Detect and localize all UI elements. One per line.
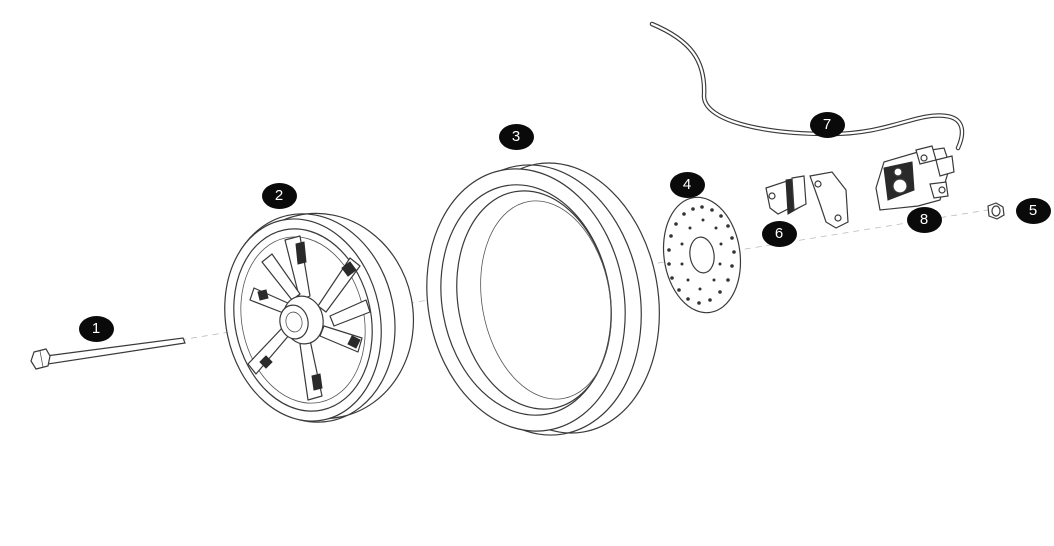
brake-line	[649, 21, 965, 151]
axle-nut	[987, 202, 1005, 220]
callout-3[interactable]: 3	[498, 124, 534, 150]
callout-7[interactable]: 7	[809, 112, 845, 138]
tire	[426, 162, 660, 436]
brake-pads	[765, 175, 807, 215]
callout-6[interactable]: 6	[761, 221, 797, 247]
brake-disc	[662, 196, 742, 314]
callout-1[interactable]: 1	[78, 316, 114, 342]
callout-8[interactable]: 8	[906, 207, 942, 233]
wheel-rim	[224, 212, 415, 423]
pad-spring-plate	[809, 171, 849, 229]
callout-5[interactable]: 5	[1015, 198, 1051, 224]
callout-2[interactable]: 2	[261, 183, 297, 209]
axle-bolt	[30, 337, 186, 370]
brake-caliper	[875, 145, 955, 211]
callout-4[interactable]: 4	[669, 172, 705, 198]
